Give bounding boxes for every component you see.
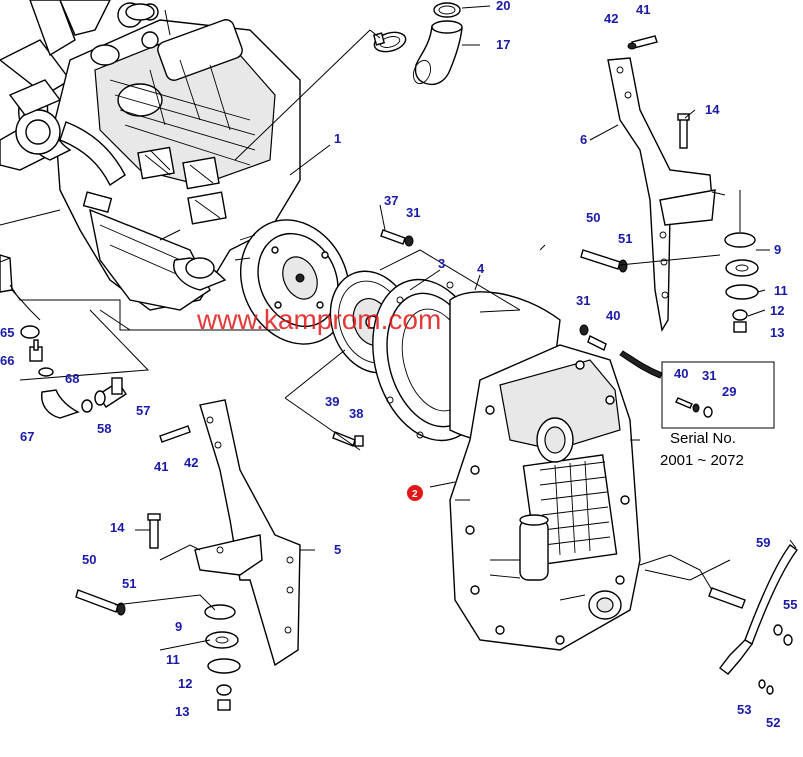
callout-leaders	[135, 5, 797, 651]
callout-4: 4	[477, 261, 485, 276]
callout-labels: 1 3 4 5 6 9 9 11 11 12 12 13 13 14 14 17…	[0, 0, 797, 730]
hose-and-clamps	[125, 2, 463, 86]
callout-14-left: 14	[110, 520, 125, 535]
transmission-assembly	[372, 278, 641, 651]
callout-37: 37	[384, 193, 398, 208]
callout-51-left: 51	[122, 576, 136, 591]
callout-31-right: 31	[576, 293, 590, 308]
highlight-badge-circle	[407, 485, 423, 501]
callout-67: 67	[20, 429, 34, 444]
callout-39: 39	[325, 394, 339, 409]
callout-5: 5	[334, 542, 341, 557]
fan-part-left	[0, 254, 13, 293]
callout-41-right: 41	[636, 2, 650, 17]
engine-assembly	[0, 0, 351, 345]
mount-bracket-right	[580, 35, 759, 333]
serial-callout-31: 31	[702, 368, 716, 383]
callout-9-left: 9	[175, 619, 182, 634]
callout-3: 3	[438, 256, 445, 271]
callout-9-right: 9	[774, 242, 781, 257]
callout-42-left: 42	[184, 455, 198, 470]
callout-53: 53	[737, 702, 751, 717]
callout-66: 66	[0, 353, 14, 368]
serial-range: 2001 ~ 2072	[660, 452, 744, 469]
callout-38: 38	[349, 406, 363, 421]
callout-31-top: 31	[406, 205, 420, 220]
callout-50-left: 50	[82, 552, 96, 567]
highlight-badge-text: 2	[412, 489, 418, 500]
serial-note-box	[661, 361, 775, 429]
callout-58: 58	[97, 421, 111, 436]
highlight-badge-part-2[interactable]: 2	[407, 485, 423, 501]
callout-59: 59	[756, 535, 770, 550]
callout-12-right: 12	[770, 303, 784, 318]
callout-13-right: 13	[770, 325, 784, 340]
callout-1: 1	[334, 131, 341, 146]
callout-11-right: 11	[774, 283, 788, 298]
callout-41-left: 41	[154, 459, 168, 474]
callout-12-left: 12	[178, 676, 192, 691]
watermark-text: www.kamprom.com	[196, 304, 441, 335]
callout-50-right: 50	[586, 210, 600, 225]
mount-bracket-left	[75, 399, 301, 711]
callout-52: 52	[766, 715, 780, 730]
callout-51-right: 51	[618, 231, 632, 246]
shift-lever	[708, 544, 798, 695]
drain-fittings	[20, 325, 127, 419]
callout-13-left: 13	[175, 704, 189, 719]
serial-callout-29: 29	[722, 384, 736, 399]
callout-14-right: 14	[705, 102, 720, 117]
callout-20: 20	[496, 0, 510, 13]
callout-17: 17	[496, 37, 510, 52]
callout-6: 6	[580, 132, 587, 147]
serial-callout-40: 40	[674, 366, 688, 381]
callout-40: 40	[606, 308, 620, 323]
callout-65: 65	[0, 325, 14, 340]
callout-68: 68	[65, 371, 79, 386]
callout-57: 57	[136, 403, 150, 418]
callout-11-left: 11	[166, 652, 180, 667]
callout-42-right: 42	[604, 11, 618, 26]
callout-55: 55	[783, 597, 797, 612]
assembly-lines	[0, 9, 741, 611]
serial-label: Serial No.	[670, 430, 736, 447]
